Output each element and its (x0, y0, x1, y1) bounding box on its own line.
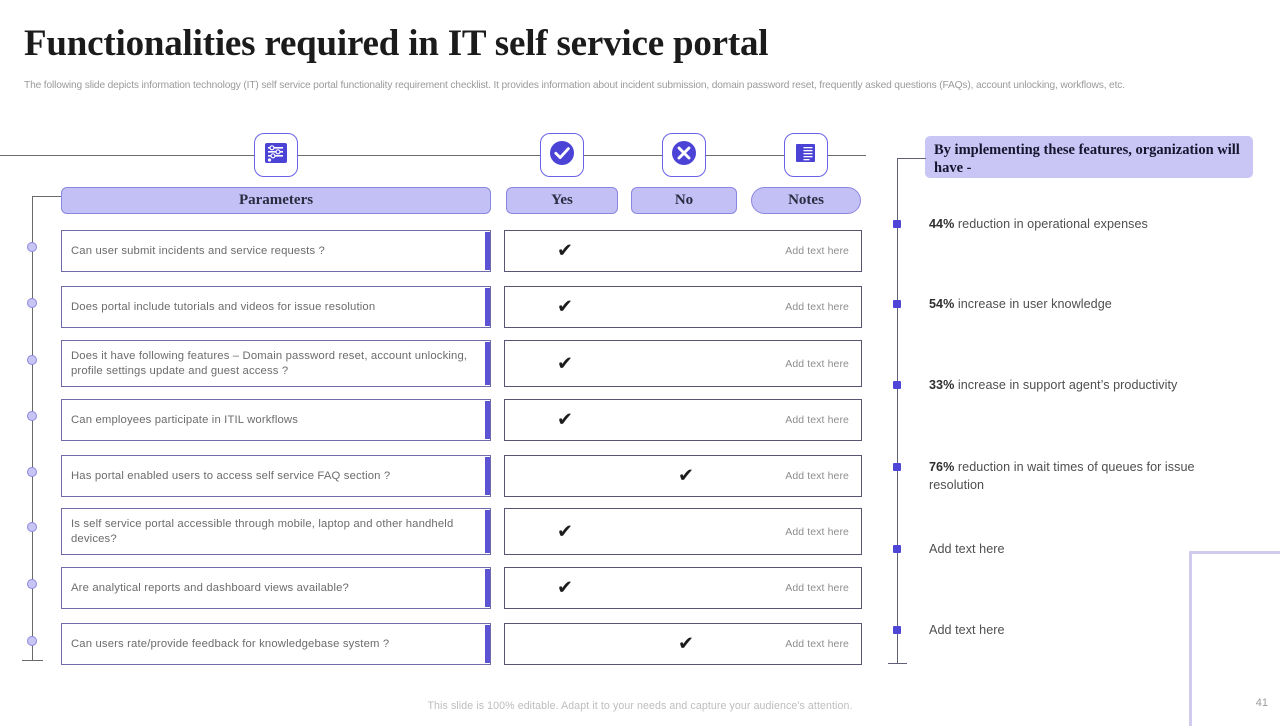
left-timeline-line (32, 196, 33, 660)
footer-note: This slide is 100% editable. Adapt it to… (427, 700, 853, 712)
table-row-answer[interactable]: ✔ Add text here (504, 508, 862, 555)
table-row-parameter[interactable]: Is self service portal accessible throug… (61, 508, 491, 555)
benefit-item[interactable]: 33% increase in support agent’s producti… (929, 376, 1249, 394)
cross-circle-icon (671, 140, 697, 171)
left-timeline-elbow (32, 196, 61, 197)
timeline-dot (27, 242, 37, 252)
benefit-value: 44% (929, 217, 955, 231)
icon-connector-line (0, 155, 866, 156)
benefit-label: reduction in operational expenses (954, 217, 1148, 231)
page-title: Functionalities required in IT self serv… (24, 23, 769, 64)
corner-frame-decoration (1189, 551, 1280, 726)
check-mark-icon-yes[interactable]: ✔ (557, 352, 573, 374)
benefit-label: reduction in wait times of queues for is… (929, 460, 1195, 492)
table-row-parameter[interactable]: Can user submit incidents and service re… (61, 230, 491, 272)
timeline-dot (27, 411, 37, 421)
notes-placeholder[interactable]: Add text here (785, 525, 849, 538)
benefit-label: Add text here (929, 623, 1005, 637)
benefit-item[interactable]: 54% increase in user knowledge (929, 295, 1249, 313)
check-mark-icon-no[interactable]: ✔ (678, 632, 694, 655)
table-row-answer[interactable]: ✔ Add text here (504, 455, 862, 497)
left-timeline-foot (22, 660, 43, 661)
notes-placeholder[interactable]: Add text here (785, 414, 849, 426)
benefit-value: 33% (929, 378, 955, 392)
right-timeline-elbow (897, 158, 926, 159)
benefits-banner: By implementing these features, organiza… (925, 136, 1253, 178)
check-mark-icon-yes[interactable]: ✔ (557, 408, 573, 431)
page-subtitle: The following slide depicts information … (24, 80, 1125, 91)
benefit-bullet-icon (893, 300, 901, 308)
table-row-answer[interactable]: ✔ Add text here (504, 230, 862, 272)
right-timeline-line (897, 158, 898, 663)
page-number: 41 (1255, 697, 1268, 709)
documents-icon (794, 141, 818, 170)
column-header-parameters[interactable]: Parameters (61, 187, 491, 214)
table-row-parameter[interactable]: Has portal enabled users to access self … (61, 455, 491, 497)
check-mark-icon-no[interactable]: ✔ (678, 464, 694, 487)
column-header-no[interactable]: No (631, 187, 737, 214)
table-row-parameter[interactable]: Can users rate/provide feedback for know… (61, 623, 491, 665)
documents-icon-tile[interactable] (784, 133, 828, 177)
timeline-dot (27, 298, 37, 308)
timeline-dot (27, 636, 37, 646)
settings-list-icon-tile[interactable] (254, 133, 298, 177)
notes-placeholder[interactable]: Add text here (785, 245, 849, 257)
parameter-text: Has portal enabled users to access self … (71, 469, 391, 482)
timeline-dot (27, 467, 37, 477)
benefit-item[interactable]: Add text here (929, 540, 1249, 558)
check-circle-icon (549, 140, 575, 171)
benefit-label: increase in user knowledge (954, 297, 1112, 311)
parameter-text: Does it have following features – Domain… (71, 349, 468, 377)
benefit-label: increase in support agent’s productivity (954, 378, 1178, 392)
check-mark-icon-yes[interactable]: ✔ (557, 295, 573, 318)
benefit-label: Add text here (929, 542, 1005, 556)
timeline-dot (27, 355, 37, 365)
table-row-parameter[interactable]: Can employees participate in ITIL workfl… (61, 399, 491, 441)
table-row-answer[interactable]: ✔ Add text here (504, 623, 862, 665)
check-mark-icon-yes[interactable]: ✔ (557, 239, 573, 262)
check-mark-icon-yes[interactable]: ✔ (557, 520, 573, 542)
parameter-text: Can employees participate in ITIL workfl… (71, 413, 299, 426)
benefit-value: 76% (929, 460, 955, 474)
parameter-text: Can user submit incidents and service re… (71, 244, 325, 257)
benefit-bullet-icon (893, 220, 901, 228)
table-row-answer[interactable]: ✔ Add text here (504, 399, 862, 441)
benefit-item[interactable]: 44% reduction in operational expenses (929, 215, 1249, 233)
right-timeline-foot (888, 663, 907, 664)
check-circle-icon-tile[interactable] (540, 133, 584, 177)
table-row-parameter[interactable]: Does portal include tutorials and videos… (61, 286, 491, 328)
column-header-yes[interactable]: Yes (506, 187, 618, 214)
benefit-item[interactable]: Add text here (929, 621, 1249, 639)
parameter-text: Are analytical reports and dashboard vie… (71, 581, 349, 594)
benefit-bullet-icon (893, 626, 901, 634)
benefit-bullet-icon (893, 545, 901, 553)
notes-placeholder[interactable]: Add text here (785, 638, 849, 650)
parameter-text: Can users rate/provide feedback for know… (71, 637, 390, 650)
notes-placeholder[interactable]: Add text here (785, 357, 849, 370)
notes-placeholder[interactable]: Add text here (785, 301, 849, 313)
timeline-dot (27, 522, 37, 532)
table-row-answer[interactable]: ✔ Add text here (504, 340, 862, 387)
benefit-bullet-icon (893, 381, 901, 389)
table-row-answer[interactable]: ✔ Add text here (504, 286, 862, 328)
benefit-value: 54% (929, 297, 955, 311)
notes-placeholder[interactable]: Add text here (785, 470, 849, 482)
benefit-bullet-icon (893, 463, 901, 471)
column-header-notes[interactable]: Notes (751, 187, 861, 214)
settings-list-icon (264, 142, 288, 169)
timeline-dot (27, 579, 37, 589)
table-row-parameter[interactable]: Are analytical reports and dashboard vie… (61, 567, 491, 609)
table-row-answer[interactable]: ✔ Add text here (504, 567, 862, 609)
cross-circle-icon-tile[interactable] (662, 133, 706, 177)
parameter-text: Does portal include tutorials and videos… (71, 300, 376, 313)
check-mark-icon-yes[interactable]: ✔ (557, 576, 573, 599)
parameter-text: Is self service portal accessible throug… (71, 517, 454, 545)
benefit-item[interactable]: 76% reduction in wait times of queues fo… (929, 458, 1249, 494)
notes-placeholder[interactable]: Add text here (785, 582, 849, 594)
table-row-parameter[interactable]: Does it have following features – Domain… (61, 340, 491, 387)
